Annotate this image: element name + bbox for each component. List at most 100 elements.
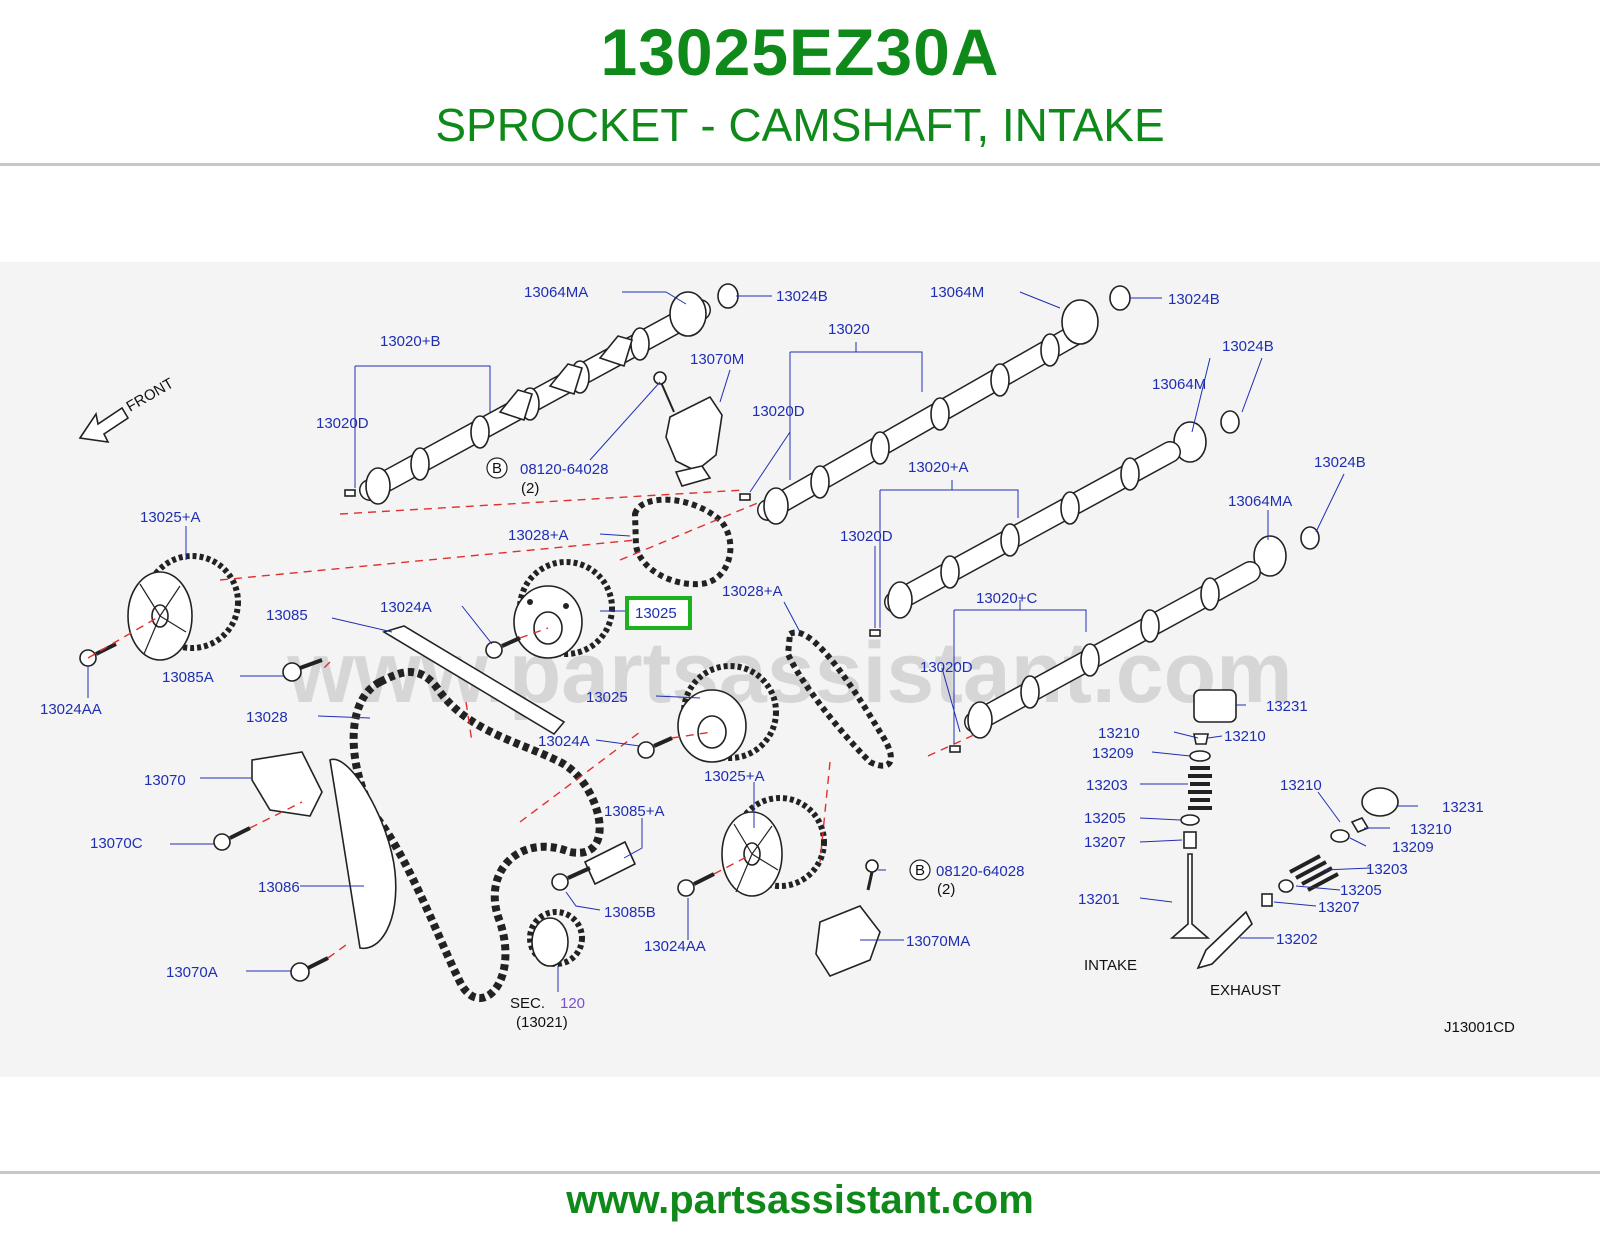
part-label-13024AA[interactable]: 13024AA [644,938,706,955]
part-label-13064MA[interactable]: 13064MA [1228,493,1292,510]
timing-chain-13028 [349,668,604,1002]
lifter-13231-a [1193,689,1237,723]
part-label-13086[interactable]: 13086 [258,879,300,896]
part-label-13020[interactable]: 13020 [828,321,870,338]
part-label-13020D[interactable]: 13020D [840,528,893,545]
part-label-13025A[interactable]: 13025+A [704,768,764,785]
part-label-13210[interactable]: 13210 [1224,728,1266,745]
chain-guide-13086 [329,758,397,950]
highlight-box-13025 [625,596,692,630]
part-label-13020A[interactable]: 13020+A [908,459,968,476]
part-label-13070A[interactable]: 13070A [166,964,218,981]
part-label-13209[interactable]: 13209 [1092,745,1134,762]
part-label-13020D[interactable]: 13020D [752,403,805,420]
crank-sprocket-13021 [527,909,585,967]
collet-13210-b [1350,817,1370,833]
parts-diagram-svg: www.partsassistant.com FRONT [40,283,1515,1036]
valve-13202-exhaust [1196,910,1253,970]
spring-13203-b [1289,854,1339,892]
sprocket-13025-lower [677,663,779,763]
camshaft-bracket-13064MA-b [1253,535,1287,577]
diagram-code: J13001CD [1444,1019,1515,1036]
part-name-subtitle: SPROCKET - CAMSHAFT, INTAKE [435,99,1165,151]
bolt-13070A [290,956,329,982]
part-label-13085A[interactable]: 13085A [162,669,214,686]
quantity-label: (2) [937,881,955,898]
plug-13024B-b [1109,285,1131,311]
part-label-13205[interactable]: 13205 [1084,810,1126,827]
lifter-13231-b [1361,787,1399,817]
bolt-13024A-a [485,636,521,659]
part-label-13231[interactable]: 13231 [1266,698,1308,715]
part-label-13028A[interactable]: 13028+A [722,583,782,600]
part-label-13025A[interactable]: 13025+A [140,509,200,526]
part-label-13025-highlighted[interactable]: 13025 [635,605,677,622]
part-label-13085[interactable]: 13085 [266,607,308,624]
part-label-13024A[interactable]: 13024A [380,599,432,616]
part-label-13020D[interactable]: 13020D [920,659,973,676]
part-label-13210[interactable]: 13210 [1410,821,1452,838]
part-label-13070MA[interactable]: 13070MA [906,933,970,950]
part-label-13207[interactable]: 13207 [1318,899,1360,916]
part-label-13064M[interactable]: 13064M [930,284,984,301]
chain-13028A-a [631,496,734,588]
camshaft-lower-c [964,561,1261,739]
part-label-13070[interactable]: 13070 [144,772,186,789]
part-label-08120-64028[interactable]: 08120-64028 [936,863,1024,880]
camshaft-lower-a [884,441,1181,619]
sprocket-13025A-lower [721,795,827,897]
part-label-13024B[interactable]: 13024B [1314,454,1366,471]
retainer-13209-b [1330,829,1350,843]
part-label-13085B[interactable]: 13085B [604,904,656,921]
footer-divider [0,1171,1600,1174]
seat-13205-a [1180,814,1200,826]
quantity-label: (2) [521,480,539,497]
chain-13028A-b [784,629,894,769]
part-label-13028A[interactable]: 13028+A [508,527,568,544]
header-divider [0,163,1600,166]
part-label-13024B[interactable]: 13024B [1222,338,1274,355]
section-number-link[interactable]: 120 [560,995,585,1012]
dowel-pin-13020D-d [949,745,961,753]
part-label-08120-64028[interactable]: 08120-64028 [520,461,608,478]
bolt-13070C [213,826,251,851]
footer-url-link[interactable]: www.partsassistant.com [566,1178,1034,1222]
part-label-13024AA[interactable]: 13024AA [40,701,102,718]
camshaft-bracket-13064M-a [1061,299,1099,345]
part-label-13024B[interactable]: 13024B [1168,291,1220,308]
part-label-13064MA[interactable]: 13064MA [524,284,588,301]
part-label-13209[interactable]: 13209 [1392,839,1434,856]
part-label-13020C[interactable]: 13020+C [976,590,1037,607]
part-label-13024A[interactable]: 13024A [538,733,590,750]
part-label-13202[interactable]: 13202 [1276,931,1318,948]
part-label-13210[interactable]: 13210 [1098,725,1140,742]
camshaft-upper-left [359,299,711,505]
part-label-13020B[interactable]: 13020+B [380,333,440,350]
bolt-08120-64028-b [865,859,879,891]
part-label-13024B[interactable]: 13024B [776,288,828,305]
part-label-13203[interactable]: 13203 [1086,777,1128,794]
section-label: SEC. [510,995,545,1012]
part-label-13231[interactable]: 13231 [1442,799,1484,816]
part-label-13205[interactable]: 13205 [1340,882,1382,899]
part-label-13064M[interactable]: 13064M [1152,376,1206,393]
part-label-13201[interactable]: 13201 [1078,891,1120,908]
section-part-label: (13021) [516,1014,568,1031]
part-label-13020D[interactable]: 13020D [316,415,369,432]
part-label-13070C[interactable]: 13070C [90,835,143,852]
camshaft-upper-right [757,321,1091,525]
part-label-13085A-plus[interactable]: 13085+A [604,803,664,820]
bolt-13085B [551,866,591,891]
part-label-13025[interactable]: 13025 [586,689,628,706]
bolt-13024AA-b [677,872,715,897]
plug-13024B-d [1300,526,1320,550]
b-symbol-icon [909,859,931,881]
part-label-13210[interactable]: 13210 [1280,777,1322,794]
part-label-13028[interactable]: 13028 [246,709,288,726]
part-label-13207[interactable]: 13207 [1084,834,1126,851]
b-symbol-b: B [915,862,925,879]
front-label: FRONT [124,375,177,416]
part-label-13203[interactable]: 13203 [1366,861,1408,878]
seal-13207-b [1261,893,1273,907]
part-label-13070M[interactable]: 13070M [690,351,744,368]
